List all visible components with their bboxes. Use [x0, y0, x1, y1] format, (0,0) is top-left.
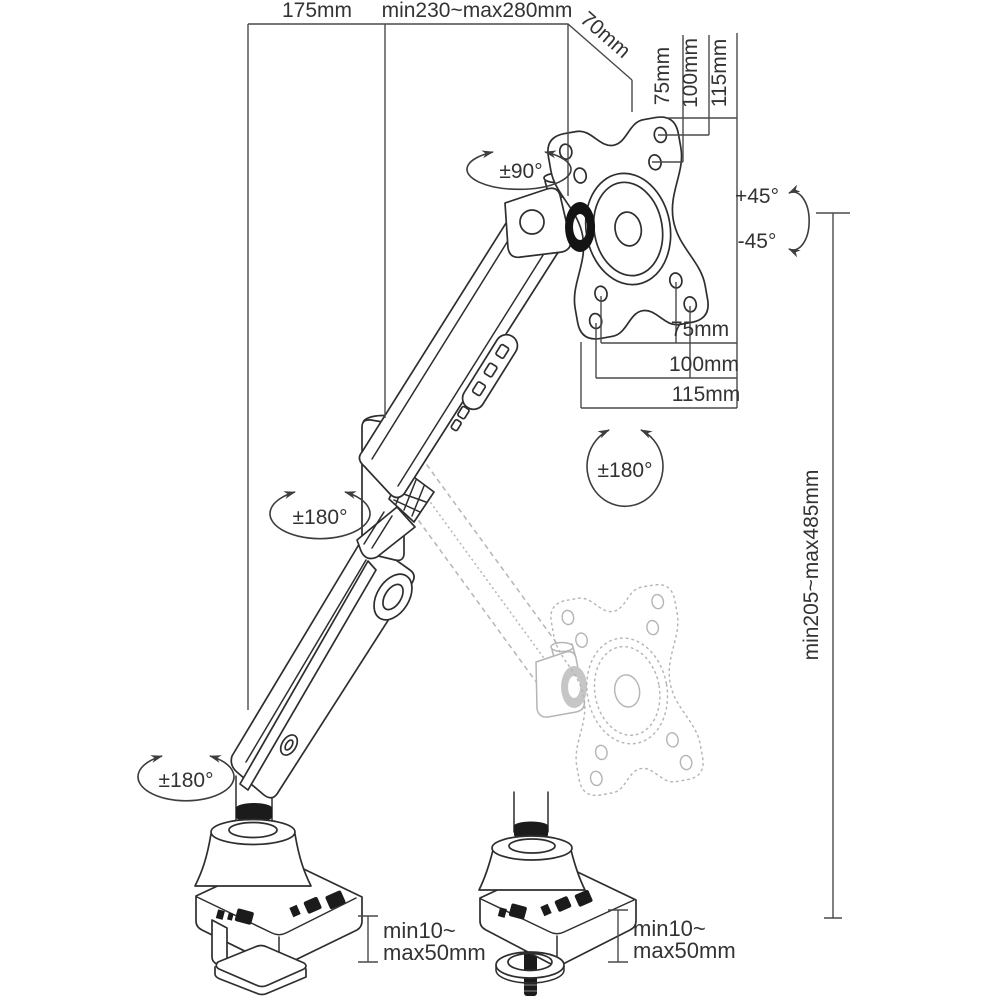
usb-ports	[215, 890, 346, 925]
head-swivel-arrow	[466, 150, 572, 191]
arm-vents	[450, 333, 519, 432]
monitor-arm-upper	[358, 198, 562, 499]
tilt-arrow	[788, 184, 810, 258]
dim-grommet-line2: max50mm	[633, 938, 736, 963]
dim-clamp-line2: max50mm	[383, 940, 486, 965]
label-tilt-up: +45°	[735, 185, 779, 208]
desk-clamp-base	[194, 774, 363, 996]
dim-vesa-h-115: 115mm	[672, 383, 740, 406]
grommet-ring	[495, 951, 565, 984]
dim-arm-front: min230~max280mm	[382, 0, 573, 22]
dim-vesa-h-75: 75mm	[671, 318, 729, 341]
label-head-swivel: ±90°	[499, 160, 542, 183]
dim-vesa-v-100: 100mm	[679, 38, 702, 108]
rotation-labels: ±90° +45° -45° ±180° ±180° ±180°	[159, 160, 780, 792]
ghost-tilt-joint	[561, 666, 588, 708]
tilt-joint-ring	[565, 202, 596, 252]
rotation-arrows	[137, 150, 810, 802]
c-clamp-foot	[211, 919, 307, 996]
ball-joint	[519, 209, 545, 235]
label-tilt-down: -45°	[738, 230, 777, 253]
label-elbow-rotation: ±180°	[293, 506, 348, 529]
label-vesa-rotation: ±180°	[598, 459, 653, 482]
dim-vesa-h-100: 100mm	[669, 353, 739, 376]
dim-clamp-line1: min10~	[383, 918, 456, 943]
dim-vesa-v-75: 75mm	[651, 47, 674, 105]
dim-arm-rear: 175mm	[282, 0, 352, 22]
dim-grommet-line1: min10~	[633, 916, 706, 941]
vesa-rotation-arrow	[586, 429, 664, 508]
elbow-rotation-arrow	[269, 491, 371, 540]
dimension-lines	[247, 23, 850, 963]
dim-vesa-v-115: 115mm	[708, 39, 731, 107]
label-base-rotation: ±180°	[159, 769, 214, 792]
dim-height-range: min205~max485mm	[800, 470, 823, 661]
base-rotation-arrow	[137, 755, 235, 802]
vesa-plate	[547, 116, 709, 340]
grommet-base	[478, 790, 637, 996]
monitor-arm-lower	[230, 540, 415, 799]
usb-ports	[497, 889, 593, 920]
